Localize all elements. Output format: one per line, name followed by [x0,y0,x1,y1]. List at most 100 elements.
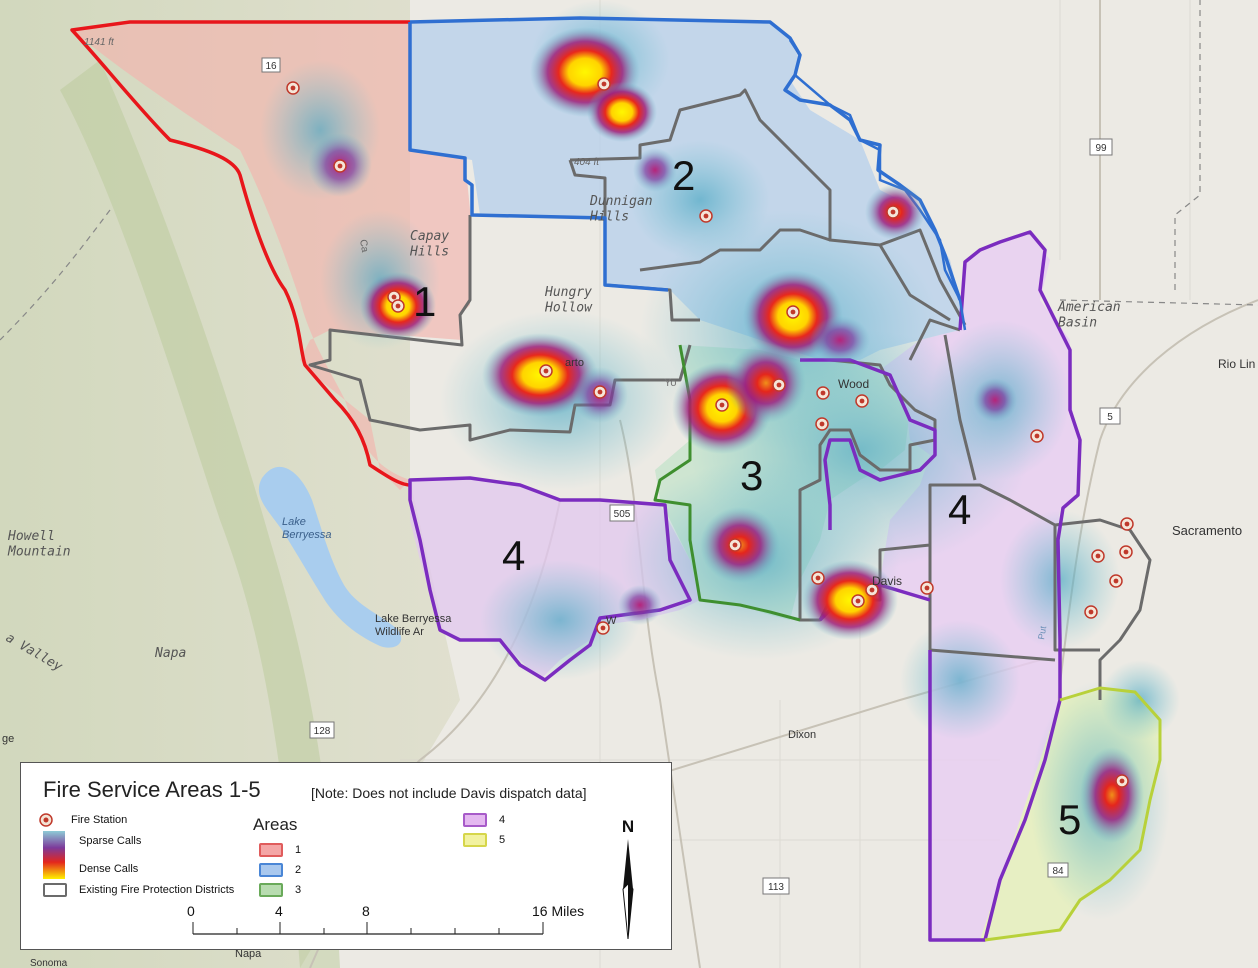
road-128-label: 128 [314,726,331,737]
area-1-border [70,20,411,487]
fire-station-icon[interactable] [286,81,300,95]
label-sonoma: Sonoma [30,958,68,968]
legend-area-2: 2 [259,863,301,877]
fire-station-icon[interactable] [811,571,825,585]
legend-fire-station-label: Fire Station [71,814,128,826]
label-napa-bottom: Napa [235,948,262,960]
legend-title: Fire Service Areas 1-5 [43,777,261,802]
label-davis: Davis [872,574,902,588]
legend-area-label: 5 [499,834,506,846]
fire-station-icon[interactable] [920,581,934,595]
heat-ramp-icon [43,831,65,879]
north-label: N [621,817,635,836]
fire-station-icon [39,813,53,827]
fire-station-icon[interactable] [1115,774,1129,788]
label-rio-linda: Rio Lin [1218,357,1255,371]
fire-station-icon[interactable] [851,594,865,608]
fire-station-icon[interactable] [1084,605,1098,619]
scale-bar [192,922,544,935]
label-elev-1141: 1141 ft [84,37,115,48]
legend-note: [Note: Does not include Davis dispatch d… [311,785,587,801]
fire-station-icon[interactable] [699,209,713,223]
legend-areas-header: Areas [253,815,298,834]
scale-tick-4: 4 [275,903,283,919]
fire-station-icon[interactable] [865,583,879,597]
districts-swatch [43,883,67,897]
map-legend: Fire Service Areas 1-5 [Note: Does not i… [20,762,672,950]
legend-area-label: 1 [295,844,302,856]
fire-station-icon[interactable] [855,394,869,408]
fire-station-icon[interactable] [1120,517,1134,531]
label-napa: Napa [154,646,186,661]
area-number-label: 4 [502,532,525,579]
road-16-label: 16 [265,61,277,72]
fire-station-icon[interactable] [1091,549,1105,563]
fire-station-icon[interactable] [815,417,829,431]
fire-station-icon[interactable] [886,205,900,219]
fire-station-icon[interactable] [1109,574,1123,588]
fire-station-icon[interactable] [539,364,553,378]
fire-station-icon[interactable] [1030,429,1044,443]
scale-tick-8: 8 [362,903,370,919]
area-2-border [408,22,669,292]
fire-station-icon[interactable] [816,386,830,400]
fire-station-icon[interactable] [391,299,405,313]
label-yolo: Yo [664,377,676,389]
fire-station-icon[interactable] [728,538,742,552]
fire-station-icon[interactable] [333,159,347,173]
area-number-label: 2 [672,152,695,199]
label-putah-creek: Put [1036,625,1048,641]
sacramento-river [788,39,967,331]
fire-station-icon[interactable] [1119,545,1133,559]
legend-area-label: 4 [499,814,506,826]
north-arrow: N [613,817,643,941]
area-number-label: 4 [948,486,971,533]
legend-area-4: 4 [463,813,505,827]
fire-station-icon[interactable] [596,621,610,635]
area-number-label: 5 [1058,796,1081,843]
area-swatch [463,833,487,847]
legend-area-3: 3 [259,883,301,897]
north-arrow-icon [622,839,634,939]
label-sacramento: Sacramento [1172,523,1242,538]
area-swatch [463,813,487,827]
label-woodland: Wood [838,377,869,391]
legend-area-label: 3 [295,884,302,896]
road-84-label: 84 [1052,866,1064,877]
area-5-border [984,686,1162,942]
legend-sparse: Sparse Calls [79,835,142,847]
legend-area-1: 1 [259,843,301,857]
legend-area-label: 2 [295,864,302,876]
road-5-label: 5 [1107,412,1113,423]
fire-station-icon[interactable] [772,378,786,392]
area-swatch [259,863,283,877]
heat-ramp-swatch [43,831,65,879]
fire-station-icon[interactable] [715,398,729,412]
area-swatch [259,843,283,857]
label-elev-404: 404 ft [574,157,600,168]
road-505-label: 505 [614,509,631,520]
label-winters: W [606,615,617,627]
area-number-label: 3 [740,452,763,499]
label-esparto: arto [565,357,584,369]
legend-fire-station: Fire Station [39,813,127,827]
area-swatch [259,883,283,897]
legend-area-5: 5 [463,833,505,847]
area-number-label: 1 [413,278,436,325]
fire-station-icon[interactable] [786,305,800,319]
road-99-label: 99 [1095,143,1107,154]
area-4-west-border [408,476,692,682]
label-cache-creek: Ca [357,239,370,254]
label-dixon: Dixon [788,729,816,741]
fire-station-icon[interactable] [593,385,607,399]
fire-station-icon[interactable] [597,77,611,91]
legend-dense: Dense Calls [79,863,139,875]
scale-tick-0: 0 [187,903,195,919]
legend-existing-districts: Existing Fire Protection Districts [43,883,234,897]
